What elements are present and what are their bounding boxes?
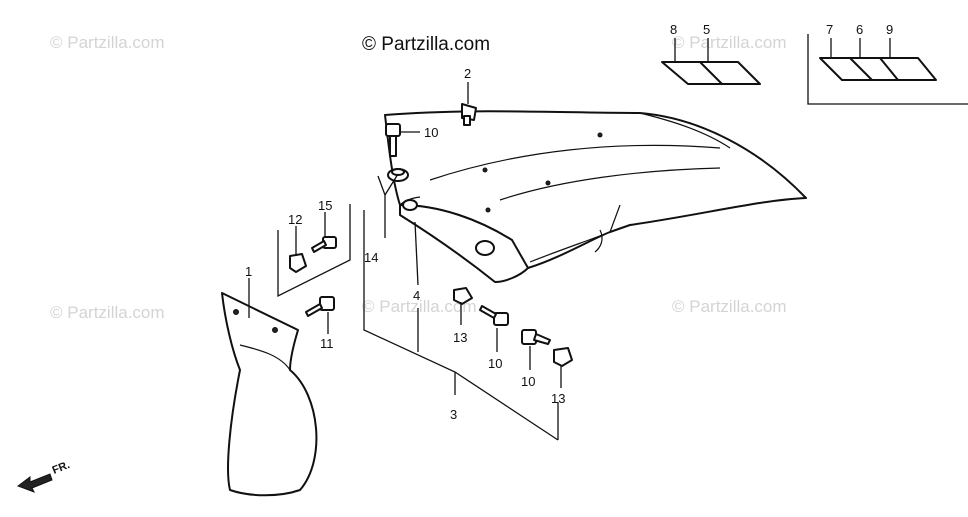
- callout-10: 10: [521, 374, 535, 389]
- nut-13-lower: [553, 347, 573, 367]
- watermark: © Partzilla.com: [50, 33, 165, 52]
- bolt-15: [311, 236, 337, 253]
- watermark: © Partzilla.com: [50, 303, 165, 322]
- bolt-11: [305, 296, 335, 317]
- callout-6: 6: [856, 22, 863, 37]
- callout-10: 10: [424, 125, 438, 140]
- bolt-10-right: [521, 329, 551, 345]
- callout-3: 3: [450, 407, 457, 422]
- callout-10: 10: [488, 356, 502, 371]
- callout-13: 13: [551, 391, 565, 406]
- callout-4: 4: [413, 288, 420, 303]
- copyright-label: © Partzilla.com: [362, 34, 490, 55]
- bolt-10-mid: [479, 305, 509, 326]
- leader-lines: [248, 34, 968, 441]
- callout-1: 1: [245, 264, 252, 279]
- watermark: © Partzilla.com: [672, 297, 787, 316]
- nut-13-upper: [453, 287, 473, 305]
- bolt-2: [461, 103, 477, 126]
- callout-2: 2: [464, 66, 471, 81]
- direction-label: FR.: [51, 459, 72, 477]
- callout-9: 9: [886, 22, 893, 37]
- watermark: © Partzilla.com: [362, 297, 477, 316]
- front-direction-arrow: FR.: [16, 459, 72, 493]
- callout-7: 7: [826, 22, 833, 37]
- decal-group-right: [819, 57, 937, 81]
- callouts: 5 8 7 6 9 2 10 14 4 13 10 10 13 3 1 12 1…: [245, 22, 893, 422]
- callout-8: 8: [670, 22, 677, 37]
- callout-11: 11: [320, 336, 334, 351]
- watermark: © Partzilla.com: [672, 33, 787, 52]
- rear-fender: [384, 110, 807, 283]
- callout-14: 14: [364, 250, 378, 265]
- callout-12: 12: [288, 212, 302, 227]
- mudflap: [221, 292, 318, 497]
- bolt-10-top: [385, 123, 401, 157]
- nut-12: [289, 253, 307, 273]
- decal-group-left: [661, 61, 761, 85]
- callout-13: 13: [453, 330, 467, 345]
- callout-5: 5: [703, 22, 710, 37]
- callout-15: 15: [318, 198, 332, 213]
